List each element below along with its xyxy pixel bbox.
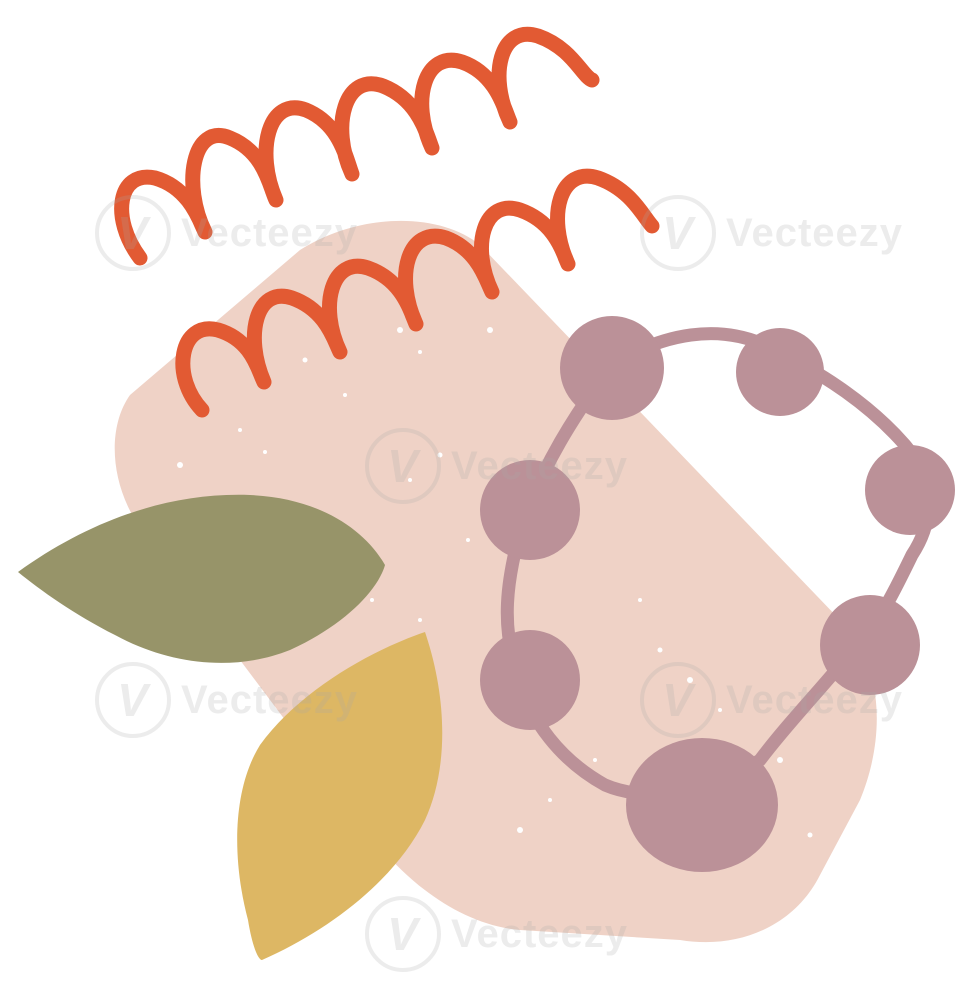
blob-speckles — [177, 327, 813, 838]
bead — [626, 738, 778, 872]
lower-orange-squiggle — [175, 168, 660, 418]
bead — [865, 445, 955, 535]
bead — [736, 328, 824, 416]
bead — [480, 630, 580, 730]
yellow-leaf-shape — [237, 632, 443, 960]
olive-leaf-shape — [18, 494, 385, 663]
bead — [820, 595, 920, 695]
top-orange-squiggle — [114, 26, 600, 266]
bracelet-beads — [480, 316, 955, 872]
bead — [480, 460, 580, 560]
bead — [560, 316, 664, 420]
bracelet-string — [500, 327, 935, 801]
